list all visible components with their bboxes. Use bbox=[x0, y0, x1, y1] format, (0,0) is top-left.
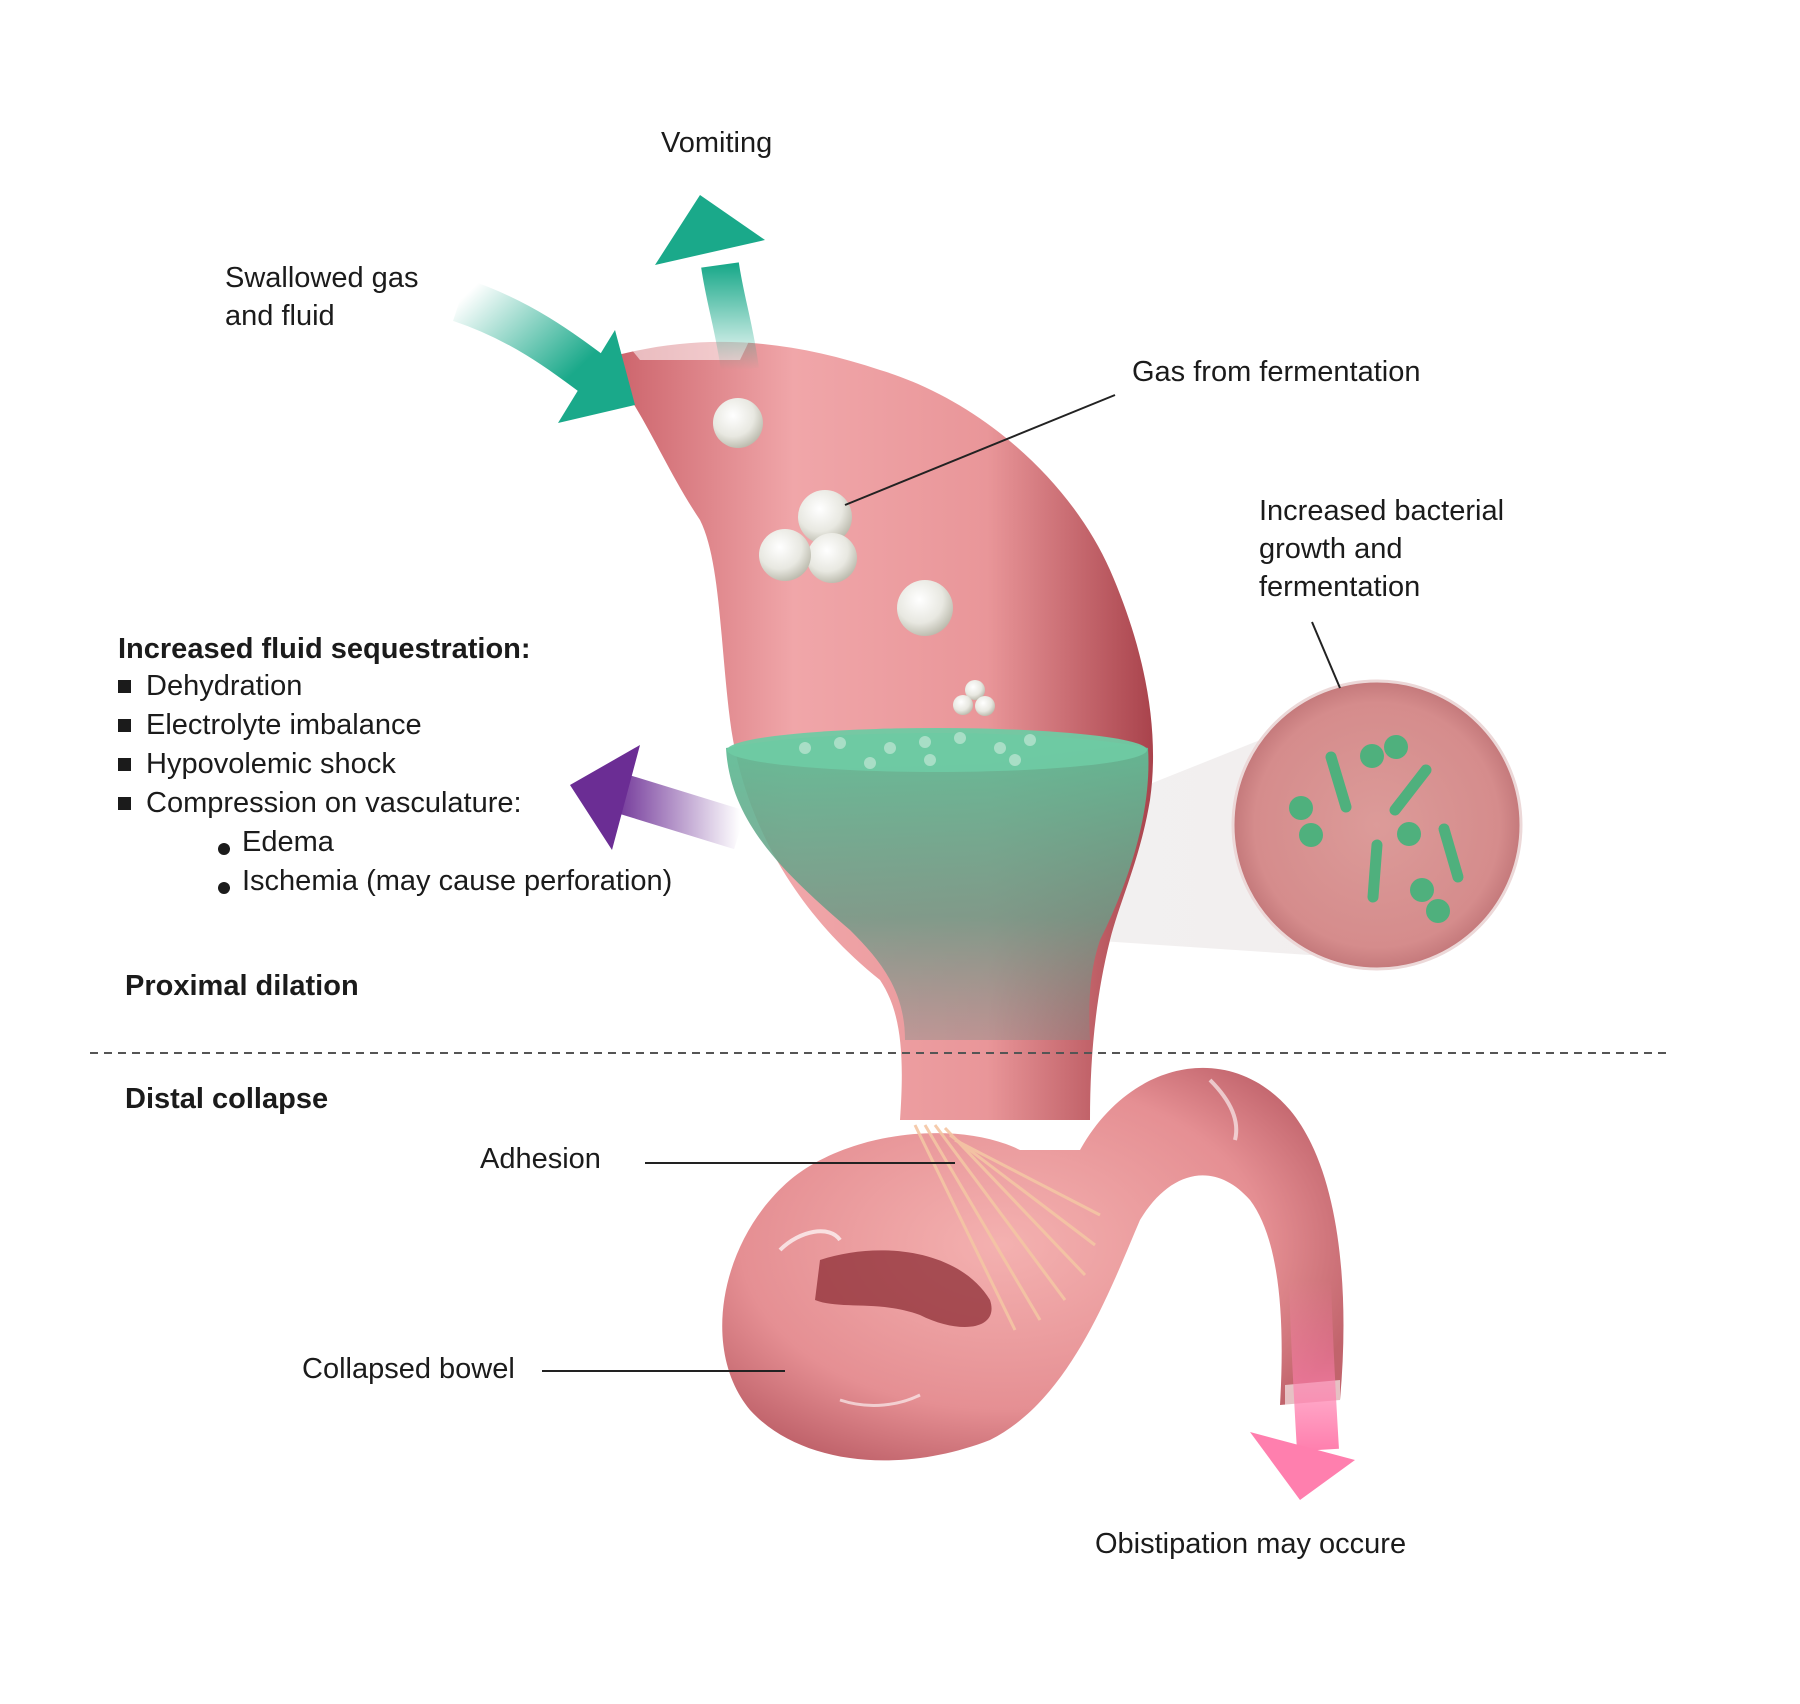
list-item-text: Compression on vasculature: bbox=[146, 787, 522, 819]
fluid-surface bbox=[727, 728, 1147, 772]
adhesion-band bbox=[913, 1124, 1101, 1331]
list-item-text: Ischemia (may cause perforation) bbox=[242, 865, 673, 897]
list-item-text: Electrolyte imbalance bbox=[146, 709, 422, 741]
list-item: Electrolyte imbalance bbox=[118, 706, 672, 745]
bacterial-label-line1: Increased bacterial bbox=[1259, 495, 1505, 527]
sequestration-heading: Increased fluid sequestration: bbox=[118, 633, 531, 665]
obstipation-arrow bbox=[1250, 1279, 1355, 1500]
bullet-square-icon bbox=[118, 758, 131, 771]
swallowed-label-line2: and fluid bbox=[225, 300, 335, 332]
bacterial-label-line3: fermentation bbox=[1259, 571, 1421, 603]
list-item-text: Dehydration bbox=[146, 670, 303, 702]
sequestration-list: Dehydration Electrolyte imbalance Hypovo… bbox=[118, 667, 672, 901]
bacteria-magnified-view bbox=[1231, 679, 1523, 971]
collapsed-bowel-label: Collapsed bowel bbox=[302, 1353, 515, 1385]
collapsed-bowel-loop bbox=[722, 1067, 1344, 1461]
gas-bubbles bbox=[713, 398, 995, 716]
bacteria-rods bbox=[1325, 751, 1464, 903]
sequestered-fluid bbox=[726, 733, 1149, 1040]
list-item-text: Hypovolemic shock bbox=[146, 748, 396, 780]
bullet-dot-icon bbox=[218, 881, 230, 894]
bacterial-label-line2: growth and bbox=[1259, 533, 1403, 565]
proximal-dilation-label: Proximal dilation bbox=[125, 970, 359, 1002]
adhesion-label: Adhesion bbox=[480, 1143, 601, 1175]
swallowed-arrow bbox=[452, 279, 635, 423]
sub-list-item: Ischemia (may cause perforation) bbox=[118, 862, 672, 901]
vomiting-arrow bbox=[655, 195, 765, 373]
list-item: Compression on vasculature: bbox=[118, 784, 672, 823]
gas-fermentation-label: Gas from fermentation bbox=[1132, 356, 1421, 388]
bullet-dot-icon bbox=[218, 842, 230, 855]
list-item-text: Edema bbox=[242, 826, 334, 858]
list-item: Dehydration bbox=[118, 667, 672, 706]
bacteria-cocci bbox=[1289, 735, 1450, 923]
obstipation-label: Obistipation may occure bbox=[1095, 1528, 1407, 1560]
vomiting-label: Vomiting bbox=[661, 127, 773, 159]
bullet-square-icon bbox=[118, 680, 131, 693]
gas-leader-line bbox=[844, 394, 1116, 506]
fluid-loss-arrow bbox=[570, 745, 746, 850]
bullet-square-icon bbox=[118, 797, 131, 810]
list-item: Hypovolemic shock bbox=[118, 745, 672, 784]
distal-collapse-label: Distal collapse bbox=[125, 1083, 329, 1115]
bullet-square-icon bbox=[118, 719, 131, 732]
swallowed-label-line1: Swallowed gas bbox=[225, 262, 419, 294]
sub-list-item: Edema bbox=[118, 823, 672, 862]
fluid-surface-bubbles bbox=[799, 732, 1036, 769]
bacteria-leader-line bbox=[1311, 621, 1341, 689]
